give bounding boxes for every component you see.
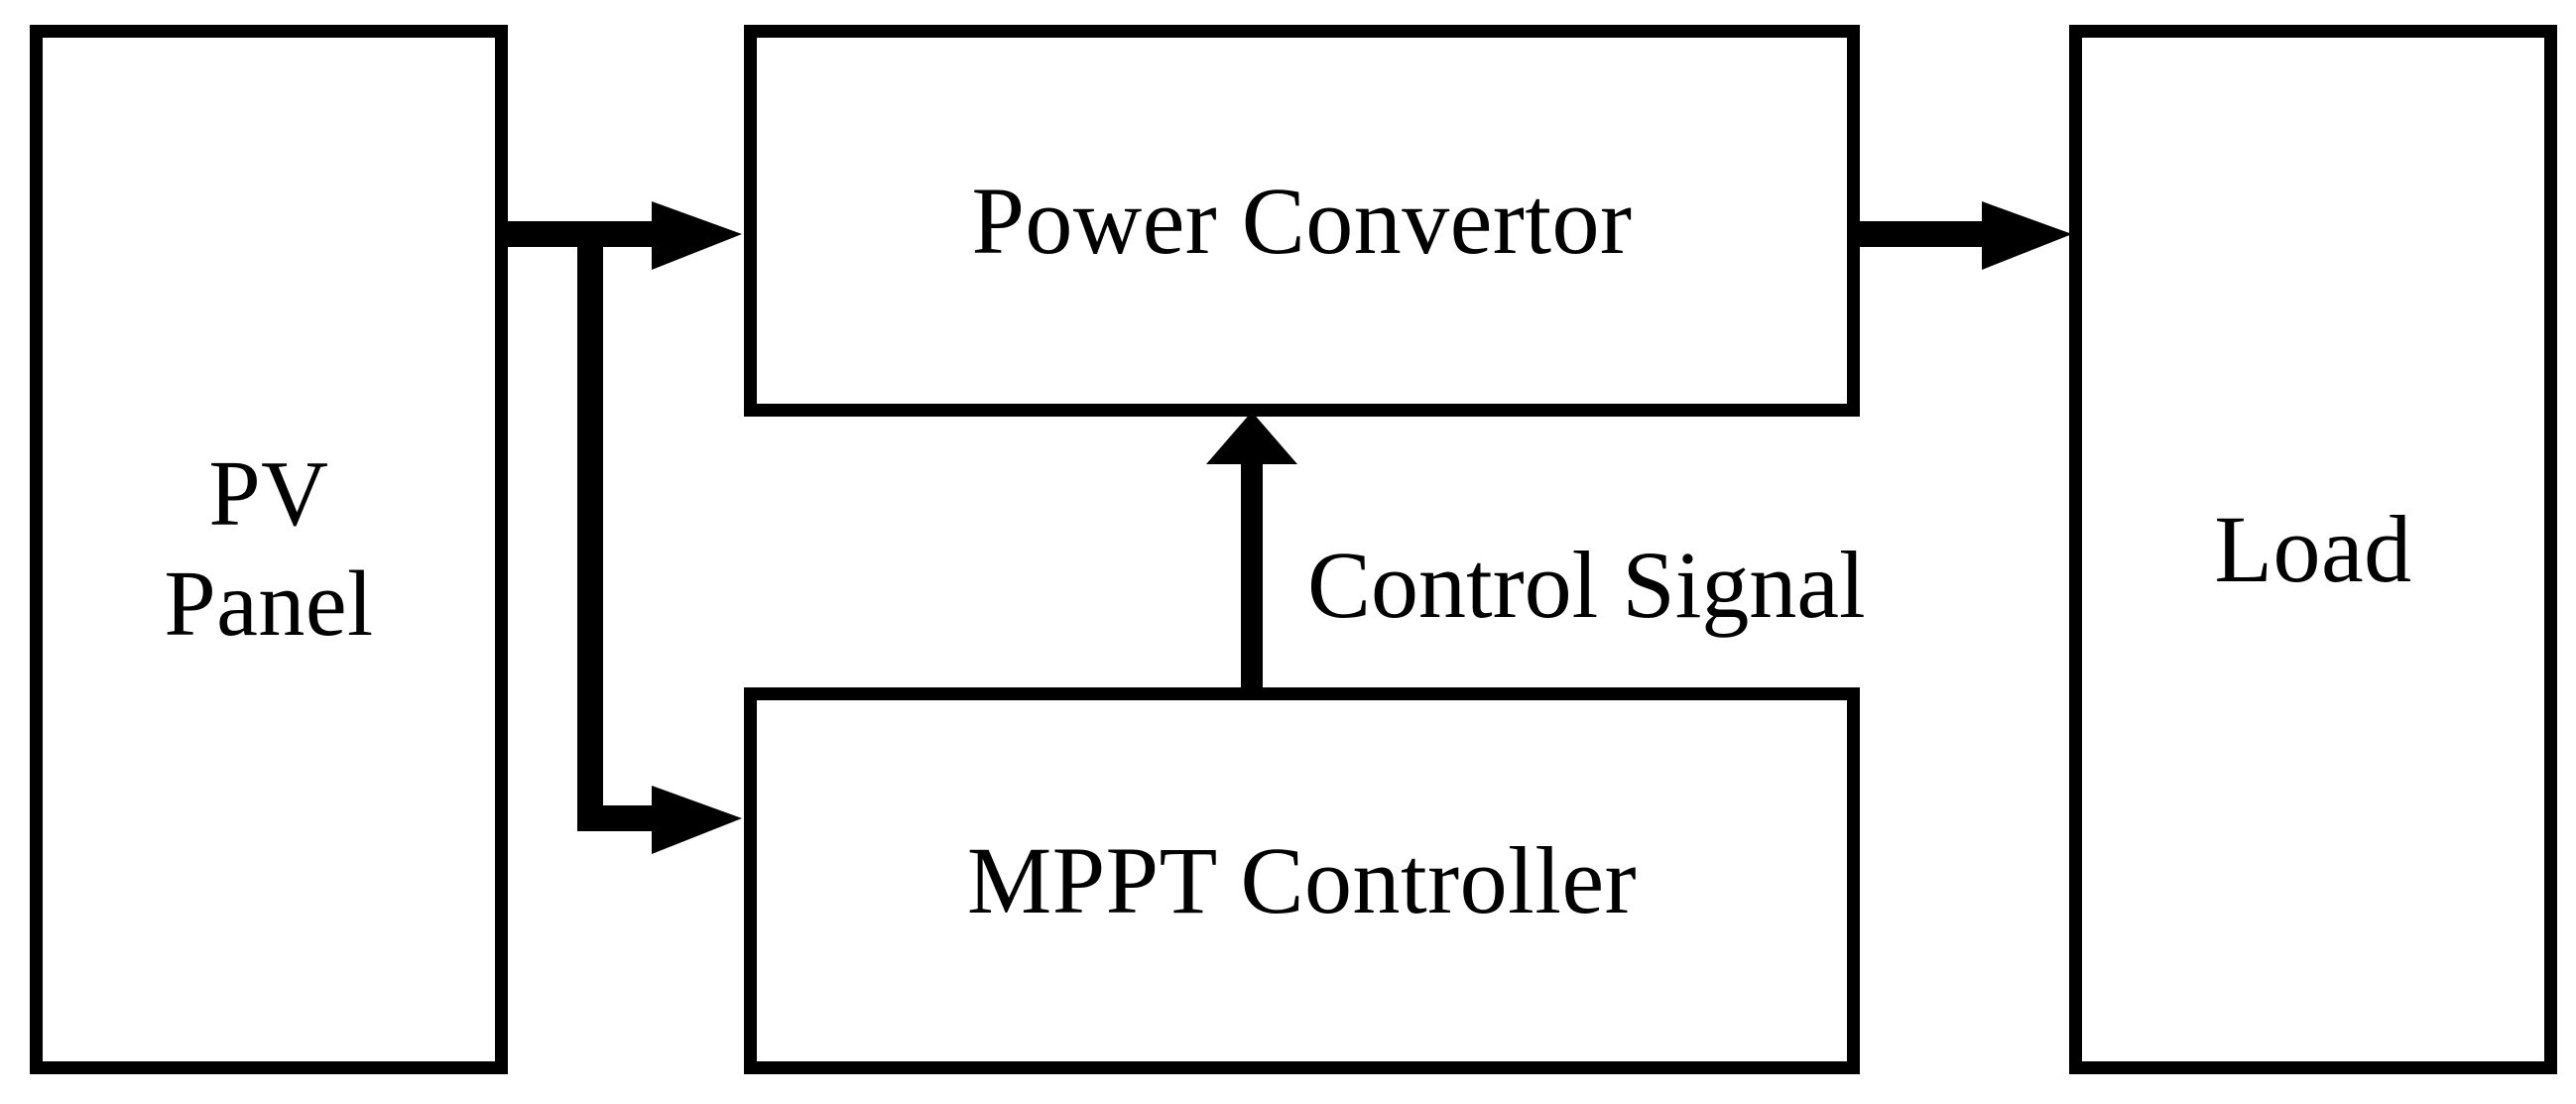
block-label-pv-panel: PV Panel [164,442,374,656]
connector-mppt-to-converter [1206,412,1297,687]
connector-converter-to-load [1860,201,2072,270]
block-label-mppt-controller: MPPT Controller [966,827,1638,934]
block-label-power-convertor: Power Convertor [971,167,1633,274]
block-power-convertor[interactable]: Power Convertor [744,25,1860,417]
block-load[interactable]: Load [2069,25,2557,1074]
connector-pv-to-converter [508,201,742,270]
connector-pv-to-mppt [577,234,742,854]
block-pv-panel[interactable]: PV Panel [30,25,508,1074]
edge-label-control-signal: Control Signal [1307,532,1866,638]
block-label-load: Load [2214,496,2412,603]
block-mppt-controller[interactable]: MPPT Controller [744,687,1860,1074]
